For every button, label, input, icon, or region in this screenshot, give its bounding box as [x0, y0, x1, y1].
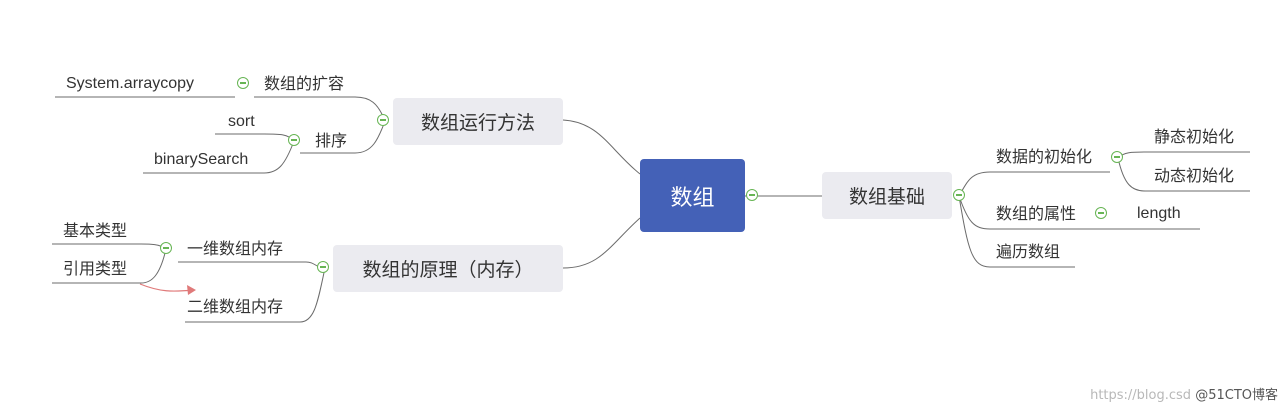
branch-array-methods-label: 数组运行方法 — [420, 112, 535, 134]
node-binary-search[interactable]: binarySearch — [154, 151, 249, 168]
watermark-url: https://blog.csd — [1090, 388, 1192, 403]
collapse-toggle-icon[interactable] — [377, 114, 389, 126]
node-1d-array-memory[interactable]: 一维数组内存 — [187, 239, 284, 258]
node-array-attributes[interactable]: 数组的属性 — [996, 204, 1077, 223]
node-sort[interactable]: sort — [228, 113, 255, 130]
node-length[interactable]: length — [1137, 205, 1181, 222]
collapse-toggle-icon[interactable] — [317, 261, 329, 273]
watermark-brand: @51CTO博客 — [1195, 388, 1278, 403]
branch-array-memory[interactable]: 数组的原理（内存） — [333, 245, 563, 292]
node-array-expand[interactable]: 数组的扩容 — [264, 74, 345, 93]
collapse-toggle-icon[interactable] — [1111, 151, 1123, 163]
watermark: https://blog.csd @51CTO博客 — [1090, 384, 1278, 403]
node-static-init[interactable]: 静态初始化 — [1154, 127, 1235, 146]
node-reference-type[interactable]: 引用类型 — [63, 259, 128, 278]
root-node-label: 数组 — [670, 185, 715, 211]
collapse-toggle-icon[interactable] — [237, 77, 249, 89]
root-node[interactable]: 数组 — [640, 159, 745, 232]
branch-array-basics-label: 数组基础 — [848, 186, 925, 208]
collapse-toggle-icon[interactable] — [160, 242, 172, 254]
collapse-toggle-icon[interactable] — [746, 189, 758, 201]
relation-arrow — [139, 283, 195, 292]
branch-array-basics[interactable]: 数组基础 — [822, 172, 952, 219]
branch-array-methods[interactable]: 数组运行方法 — [393, 98, 563, 145]
branch-array-memory-label: 数组的原理（内存） — [362, 259, 534, 281]
collapse-toggle-icon[interactable] — [953, 189, 965, 201]
node-2d-array-memory[interactable]: 二维数组内存 — [187, 297, 284, 316]
collapse-toggle-icon[interactable] — [288, 134, 300, 146]
node-system-arraycopy[interactable]: System.arraycopy — [66, 75, 195, 92]
node-traverse-array[interactable]: 遍历数组 — [996, 242, 1061, 261]
node-dynamic-init[interactable]: 动态初始化 — [1154, 166, 1235, 185]
node-primitive-type[interactable]: 基本类型 — [63, 221, 128, 240]
collapse-toggle-icon[interactable] — [1095, 207, 1107, 219]
node-data-init[interactable]: 数据的初始化 — [996, 147, 1093, 166]
node-sort-group[interactable]: 排序 — [315, 131, 348, 150]
